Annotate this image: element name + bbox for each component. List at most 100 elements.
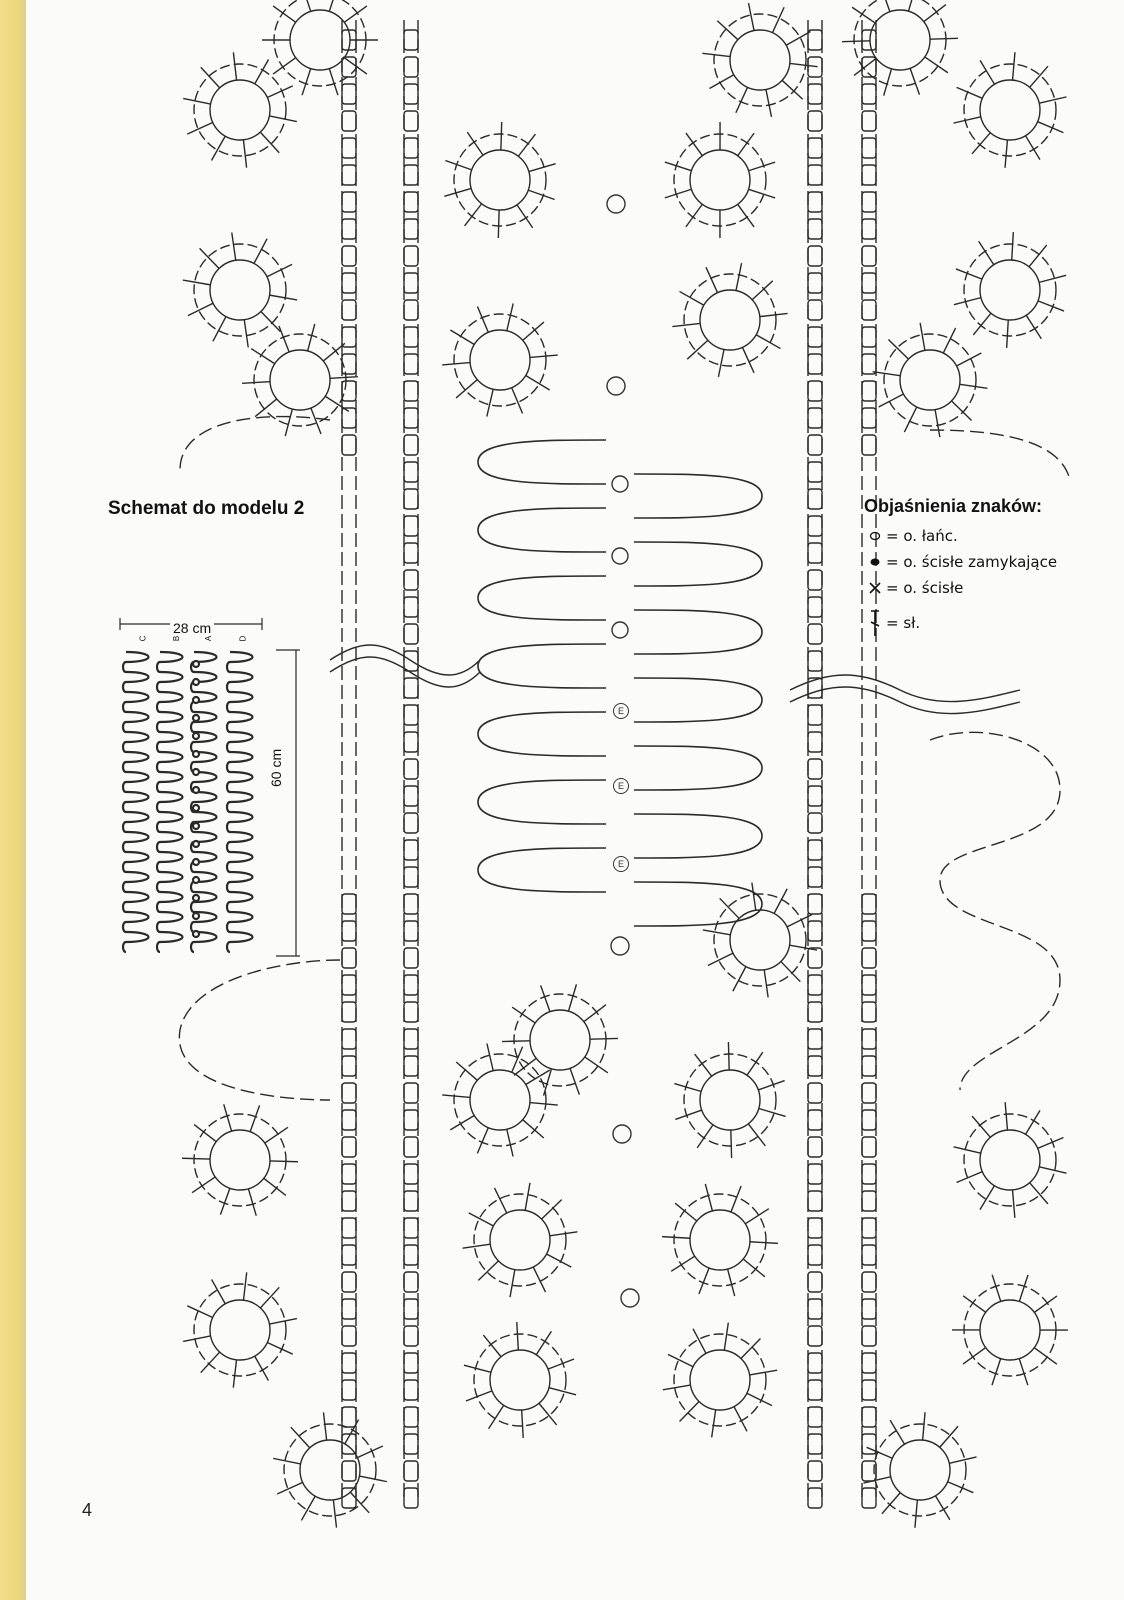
chain-link: [403, 650, 419, 672]
motif-spoke: [679, 1400, 700, 1423]
motif-ring: [713, 13, 807, 107]
motif-spoke: [260, 311, 281, 333]
motif-spoke: [914, 1499, 919, 1528]
motif-spoke: [934, 1495, 951, 1521]
motif-spoke: [269, 294, 298, 301]
motif-spoke: [1018, 1274, 1029, 1302]
chain-link: [807, 731, 823, 753]
motif-spoke: [546, 1253, 572, 1268]
mini-ring: [191, 767, 201, 777]
chain-link: [403, 1244, 419, 1266]
mini-ring: [191, 659, 201, 669]
chain-link: [861, 947, 877, 969]
motif-spoke: [758, 1107, 786, 1118]
motif-spoke: [493, 1187, 508, 1214]
chain-link: [341, 137, 357, 159]
motif-spoke: [934, 409, 941, 438]
motif-ring-inner: [689, 149, 751, 211]
motif-spoke: [730, 1185, 742, 1213]
legend-item: = sł.: [864, 601, 1074, 645]
motif-spoke: [781, 79, 804, 100]
marker-e: E: [613, 778, 629, 794]
motif-spoke: [269, 1160, 298, 1163]
motif-spoke: [506, 303, 514, 331]
motif-spoke: [878, 393, 904, 408]
motif-ring-inner: [299, 1439, 361, 1501]
chain-link: [807, 1433, 823, 1455]
chain-circle: [620, 1288, 640, 1308]
motif-spoke: [748, 188, 776, 199]
chain-link: [341, 1055, 357, 1077]
mini-strip: [225, 650, 254, 954]
chain-link: [341, 920, 357, 942]
chain-link: [861, 326, 877, 348]
chain-link: [861, 1244, 877, 1266]
motif-spoke: [500, 122, 503, 151]
open-circle-icon: [864, 531, 886, 541]
chain-link: [403, 866, 419, 888]
chain-link: [341, 947, 357, 969]
chain-link: [861, 1298, 877, 1320]
chain-link: [807, 1352, 823, 1374]
motif-spoke: [517, 133, 537, 157]
motif-spoke: [1025, 314, 1042, 340]
motif-ring: [453, 133, 547, 227]
chain-link: [807, 1460, 823, 1482]
chain-link: [341, 434, 357, 456]
motif-spoke: [242, 1272, 248, 1301]
ribbon-loop-right: [633, 745, 763, 791]
mini-ring: [191, 695, 201, 705]
chain-link: [341, 1082, 357, 1104]
mini-letter-d: D: [238, 635, 248, 642]
chain-link: [807, 1001, 823, 1023]
chain-link: [807, 1028, 823, 1050]
motif-spoke: [887, 339, 909, 360]
motif-spoke: [455, 379, 478, 399]
chain-link: [403, 299, 419, 321]
marker-e: E: [613, 703, 629, 719]
chain-link: [807, 866, 823, 888]
chain-link: [861, 1082, 877, 1104]
motif-ring-inner: [979, 79, 1041, 141]
motif-ring: [873, 1423, 967, 1517]
motif-spoke: [744, 1208, 770, 1225]
motif-spoke: [290, 1426, 311, 1449]
motif-spoke: [193, 1123, 217, 1143]
motif-spoke: [1033, 1295, 1058, 1313]
motif-spoke: [789, 944, 818, 951]
motif-spoke: [442, 361, 471, 366]
motif-spoke: [322, 1412, 328, 1441]
motif-spoke: [269, 115, 297, 123]
motif-spoke: [959, 383, 988, 389]
motif-spoke: [301, 68, 312, 96]
chain-circle: [611, 621, 629, 639]
chain-link: [807, 596, 823, 618]
motif-spoke: [306, 0, 312, 12]
motif-spoke: [511, 1006, 536, 1024]
motif-spoke: [971, 1115, 991, 1138]
motif-spoke: [956, 352, 982, 367]
motif-spoke: [254, 59, 270, 85]
chain-link: [341, 1352, 357, 1374]
mini-ring: [191, 875, 201, 885]
motif-spoke: [183, 97, 211, 105]
motif-spoke: [735, 263, 743, 291]
motif-spoke: [884, 0, 891, 12]
right-column-lines: [807, 20, 877, 1500]
ribbon-loop-right: [633, 541, 763, 587]
motif-spoke: [272, 5, 297, 23]
motif-ring: [963, 1113, 1057, 1207]
motif-spoke: [662, 1235, 691, 1239]
chain-link: [403, 1136, 419, 1158]
chain-link: [403, 110, 419, 132]
motif-ring-inner: [729, 909, 791, 971]
page-number: 4: [82, 1500, 93, 1520]
chain-link: [807, 272, 823, 294]
chain-link: [403, 56, 419, 78]
chain-link: [807, 137, 823, 159]
chain-circle: [611, 547, 629, 565]
motif-spoke: [751, 882, 757, 911]
chain-link: [403, 677, 419, 699]
motif-spoke: [702, 929, 731, 936]
motif-spoke: [249, 1105, 261, 1132]
